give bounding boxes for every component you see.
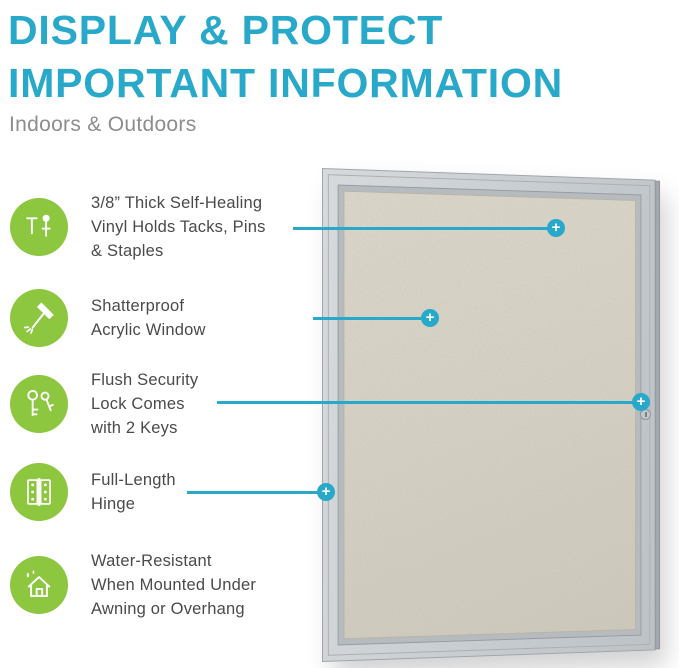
keys-icon xyxy=(10,375,68,433)
board-inner-frame xyxy=(337,184,642,646)
feature-text: 3/8” Thick Self-Healing Vinyl Holds Tack… xyxy=(91,194,266,260)
callout-line-lock xyxy=(217,401,641,404)
plus-marker-lock: + xyxy=(632,393,650,411)
vinyl-tack-surface xyxy=(343,190,637,640)
board-outer-frame xyxy=(322,168,656,662)
shatterproof-icon xyxy=(10,289,68,347)
feature-shatterproof-window: Shatterproof Acrylic Window xyxy=(10,289,206,347)
vinyl-speckle-texture xyxy=(344,191,636,639)
feature-self-healing-vinyl: 3/8” Thick Self-Healing Vinyl Holds Tack… xyxy=(10,191,266,263)
callout-line-hinge xyxy=(187,491,326,494)
feature-security-lock: Flush Security Lock Comes with 2 Keys xyxy=(10,368,198,440)
plus-marker-hinge: + xyxy=(317,483,335,501)
plus-icon: + xyxy=(636,393,646,410)
hinge-icon xyxy=(10,463,68,521)
house-water-icon xyxy=(10,556,68,614)
bulletin-board-illustration xyxy=(322,168,656,662)
plus-icon: + xyxy=(551,219,561,236)
feature-text: Water-Resistant When Mounted Under Awnin… xyxy=(91,552,257,618)
tack-pin-icon xyxy=(10,198,68,256)
callout-line-acrylic xyxy=(313,317,430,320)
page-title-line2: IMPORTANT INFORMATION xyxy=(8,60,564,106)
plus-icon: + xyxy=(321,483,331,500)
page-subtitle: Indoors & Outdoors xyxy=(9,113,197,136)
feature-text: Flush Security Lock Comes with 2 Keys xyxy=(91,371,199,437)
feature-text: Full-Length Hinge xyxy=(91,471,176,513)
callout-line-vinyl xyxy=(293,227,556,230)
page-title: DISPLAY & PROTECT IMPORTANT INFORMATION xyxy=(8,4,563,110)
plus-marker-acrylic: + xyxy=(421,309,439,327)
feature-full-length-hinge: Full-Length Hinge xyxy=(10,463,176,521)
feature-text: Shatterproof Acrylic Window xyxy=(91,297,206,339)
page-title-line1: DISPLAY & PROTECT xyxy=(8,7,444,53)
feature-water-resistant: Water-Resistant When Mounted Under Awnin… xyxy=(10,549,256,621)
plus-marker-vinyl: + xyxy=(547,219,565,237)
plus-icon: + xyxy=(425,309,435,326)
